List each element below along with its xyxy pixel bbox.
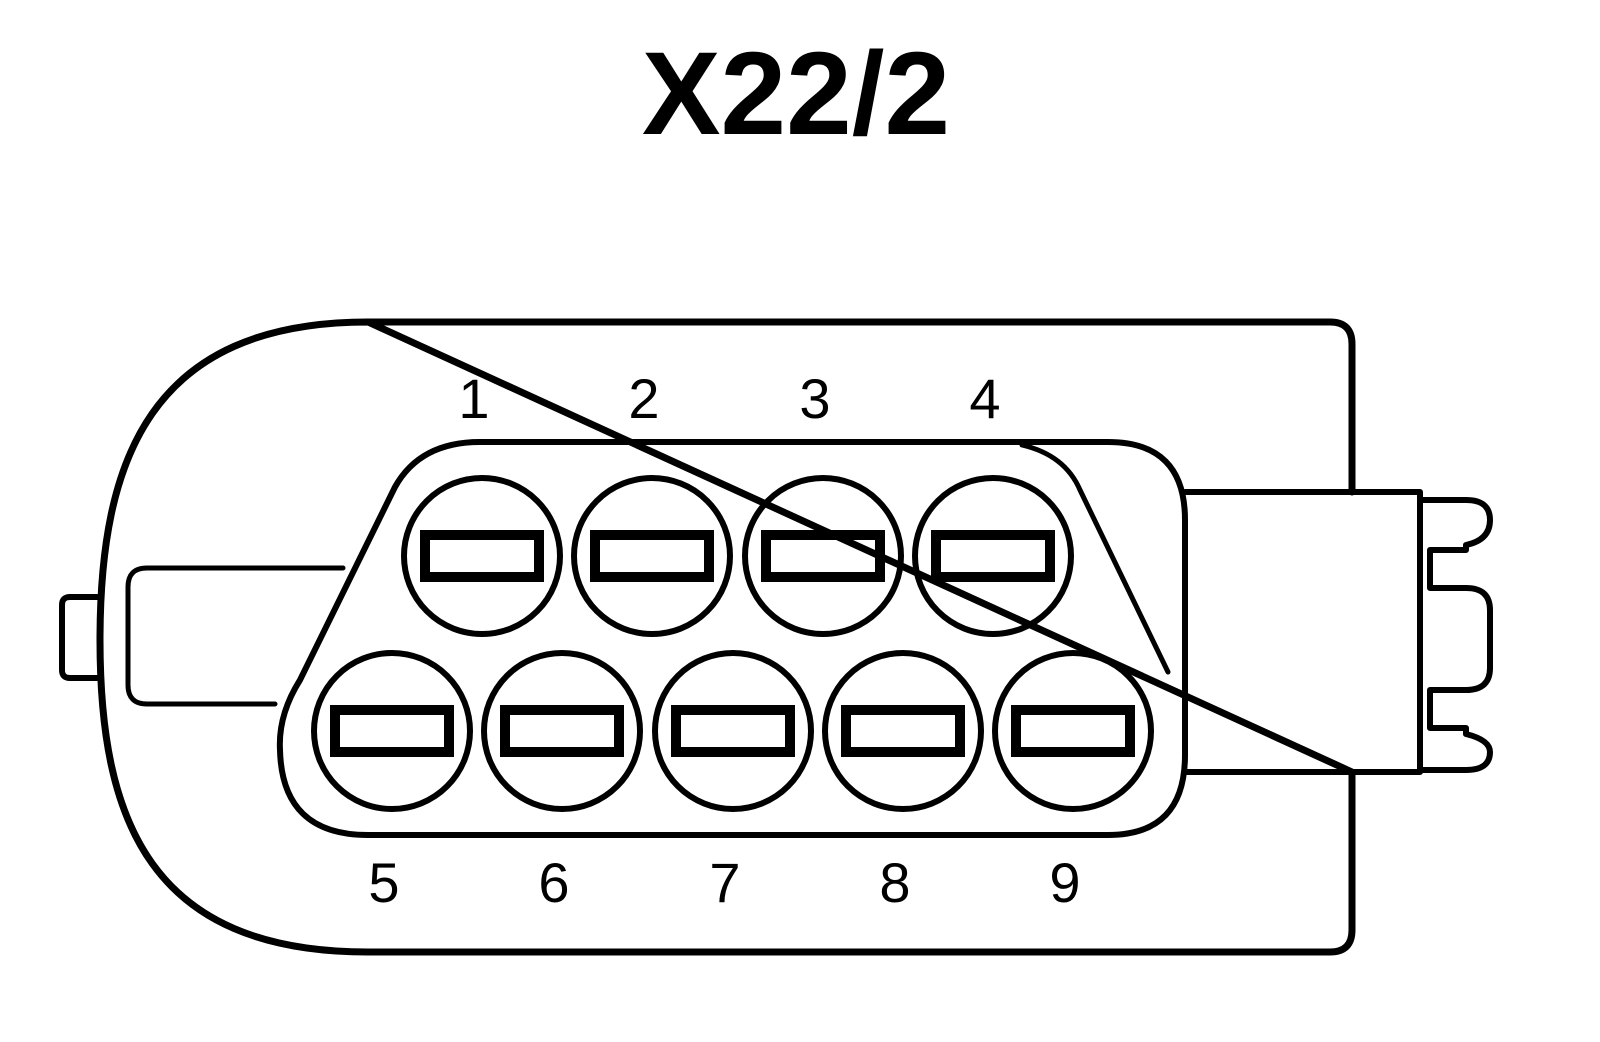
pin-terminal-slot: [590, 530, 714, 582]
connector-housing: [96, 318, 1356, 956]
pin-terminal-slot: [671, 705, 795, 757]
pin-terminal-slot: [761, 530, 885, 582]
pin-9: 9: [992, 650, 1154, 914]
pin-label: 5: [368, 851, 399, 914]
pin-terminal-slot: [1011, 705, 1135, 757]
pin-terminal-slot: [420, 530, 544, 582]
pin-2: 2: [571, 367, 733, 637]
pin-label: 4: [969, 367, 1000, 430]
pin-circle: [401, 475, 563, 637]
pin-1: 1: [401, 367, 563, 637]
pin-4: 4: [912, 367, 1074, 637]
pin-label: 7: [709, 851, 740, 914]
pin-circle: [822, 650, 984, 812]
pin-5: 5: [311, 650, 473, 914]
right-lock: [1182, 489, 1493, 775]
pin-6: 6: [481, 650, 643, 914]
connector-title: X22/2: [642, 28, 950, 160]
pin-circle: [481, 650, 643, 812]
pin-label: 1: [458, 367, 489, 430]
pin-terminal-slot: [330, 705, 454, 757]
pin-label: 2: [628, 367, 659, 430]
pin-label: 6: [538, 851, 569, 914]
pin-circle: [571, 475, 733, 637]
pin-cavity-outline: [276, 439, 1188, 838]
pin-3: 3: [742, 367, 904, 637]
pin-circle: [311, 650, 473, 812]
pin-terminal-slot: [841, 705, 965, 757]
pin-circle: [912, 475, 1074, 637]
pin-label: 9: [1049, 851, 1080, 914]
pin-7: 7: [652, 650, 814, 914]
pin-label: 8: [879, 851, 910, 914]
pin-label: 3: [799, 367, 830, 430]
pin-array: 1 2 3 4 5 6 7 8 9: [311, 367, 1154, 914]
pin-8: 8: [822, 650, 984, 914]
left-latch: [59, 565, 346, 707]
pin-circle: [992, 650, 1154, 812]
pin-circle: [652, 650, 814, 812]
pin-circle: [742, 475, 904, 637]
pin-terminal-slot: [931, 530, 1055, 582]
pin-terminal-slot: [500, 705, 624, 757]
